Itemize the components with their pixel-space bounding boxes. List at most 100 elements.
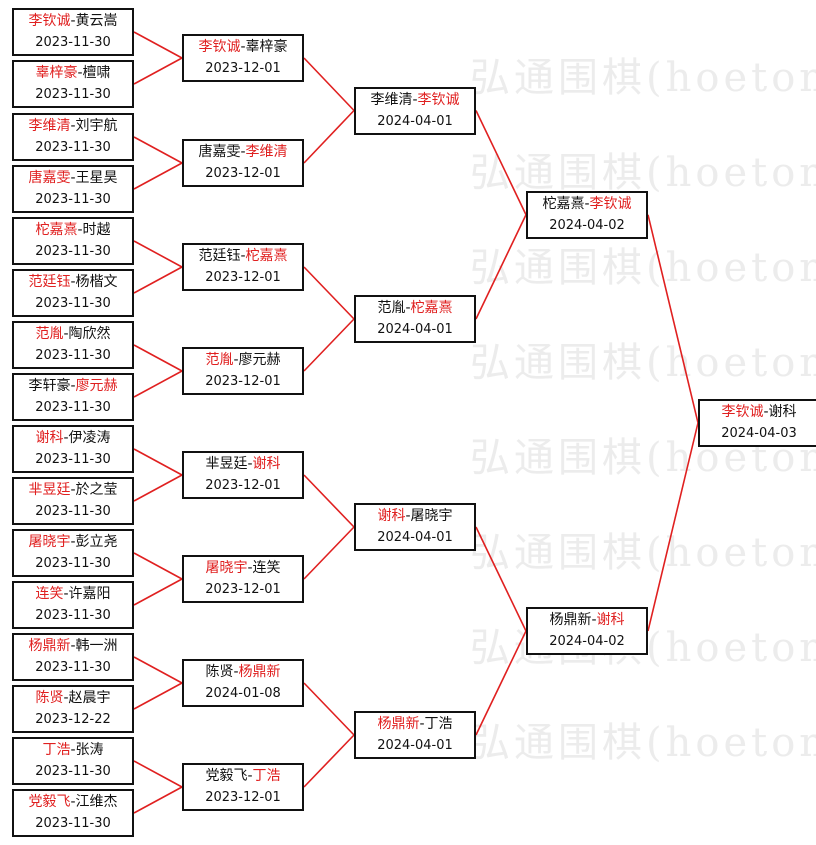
separator: - bbox=[70, 534, 76, 550]
separator: - bbox=[63, 430, 69, 446]
separator: - bbox=[405, 508, 411, 524]
match-date: 2023-11-30 bbox=[35, 35, 111, 50]
separator: - bbox=[240, 248, 246, 264]
separator: - bbox=[70, 274, 76, 290]
match-players: 芈昱廷-谢科 bbox=[184, 454, 302, 475]
match-date: 2023-11-30 bbox=[35, 816, 111, 831]
loser-name: 党毅飞 bbox=[205, 768, 248, 784]
winner-name: 李钦诚 bbox=[28, 13, 71, 29]
winner-name: 陈贤 bbox=[35, 690, 64, 706]
watermark-line: 弘通围棋(hoetom.com)弘通围棋(hoetom.com) bbox=[470, 340, 816, 386]
loser-name: 许嘉阳 bbox=[68, 586, 111, 602]
separator: - bbox=[591, 612, 597, 628]
winner-name: 党毅飞 bbox=[28, 794, 71, 810]
winner-name: 谢科 bbox=[252, 456, 281, 472]
match-date: 2023-12-01 bbox=[205, 478, 281, 493]
match-players: 屠晓宇-彭立尧 bbox=[14, 532, 132, 553]
connector-line bbox=[133, 760, 183, 788]
winner-name: 李钦诚 bbox=[417, 91, 460, 108]
connector-line bbox=[133, 136, 183, 164]
match-players: 陈贤-赵晨宇 bbox=[14, 688, 132, 709]
winner-name: 谢科 bbox=[35, 430, 64, 446]
winner-name: 唐嘉雯 bbox=[28, 170, 71, 186]
watermark-line: 弘通围棋(hoetom.com)弘通围棋(hoetom.com) bbox=[470, 530, 816, 576]
winner-name: 屠晓宇 bbox=[205, 560, 248, 576]
loser-name: 陶欣然 bbox=[68, 326, 111, 342]
winner-name: 芈昱廷 bbox=[28, 482, 71, 498]
winner-name: 杨鼎新 bbox=[28, 638, 71, 654]
match-box: 柁嘉熹-李钦诚 2024-04-02 bbox=[526, 190, 648, 239]
separator: - bbox=[77, 65, 83, 81]
match-players: 李钦诚-谢科 bbox=[700, 402, 816, 423]
match-players: 范廷钰-杨楷文 bbox=[14, 272, 132, 293]
winner-name: 谢科 bbox=[596, 612, 625, 628]
match-players: 杨鼎新-谢科 bbox=[528, 610, 646, 631]
winner-name: 丁浩 bbox=[252, 768, 281, 784]
loser-name: 杨鼎新 bbox=[549, 612, 592, 628]
match-players: 谢科-屠晓宇 bbox=[356, 506, 474, 527]
match-date: 2023-11-30 bbox=[35, 140, 111, 155]
watermark-line: 弘通围棋(hoetom.com)弘通围棋(hoetom.com) bbox=[470, 55, 816, 101]
match-players: 陈贤-杨鼎新 bbox=[184, 662, 302, 683]
match-date: 2023-11-30 bbox=[35, 348, 111, 363]
winner-name: 李钦诚 bbox=[589, 195, 632, 212]
winner-name: 柁嘉熹 bbox=[245, 248, 288, 264]
separator: - bbox=[412, 91, 418, 108]
match-date: 2023-11-30 bbox=[35, 660, 111, 675]
loser-name: 芈昱廷 bbox=[205, 456, 248, 472]
match-players: 李钦诚-黄云嵩 bbox=[14, 11, 132, 32]
match-date: 2024-04-02 bbox=[549, 217, 625, 233]
connector-line bbox=[303, 57, 355, 112]
winner-name: 李维清 bbox=[245, 144, 288, 160]
winner-name: 杨鼎新 bbox=[377, 716, 420, 732]
winner-name: 柁嘉熹 bbox=[35, 222, 78, 238]
connector-line bbox=[303, 474, 355, 528]
separator: - bbox=[63, 326, 69, 342]
match-date: 2023-11-30 bbox=[35, 452, 111, 467]
match-date: 2024-04-02 bbox=[549, 634, 625, 649]
match-date: 2024-04-01 bbox=[377, 113, 453, 129]
loser-name: 彭立尧 bbox=[75, 534, 118, 550]
loser-name: 檀啸 bbox=[82, 65, 111, 81]
match-players: 丁浩-张涛 bbox=[14, 740, 132, 761]
match-players: 范胤-柁嘉熹 bbox=[356, 298, 474, 319]
separator: - bbox=[63, 690, 69, 706]
connector-line bbox=[133, 786, 183, 814]
match-date: 2023-12-01 bbox=[205, 61, 281, 76]
loser-name: 柁嘉熹 bbox=[542, 195, 585, 212]
separator: - bbox=[70, 482, 76, 498]
loser-name: 连笑 bbox=[252, 560, 281, 576]
winner-name: 丁浩 bbox=[42, 742, 71, 758]
match-date: 2023-11-30 bbox=[35, 400, 111, 415]
winner-name: 辜梓豪 bbox=[35, 65, 78, 81]
connector-line bbox=[475, 214, 527, 320]
separator: - bbox=[233, 664, 239, 680]
winner-name: 范胤 bbox=[205, 352, 234, 368]
match-players: 李轩豪-廖元赫 bbox=[14, 376, 132, 397]
connector-line bbox=[133, 682, 183, 710]
match-date: 2023-11-30 bbox=[35, 764, 111, 779]
match-players: 柁嘉熹-时越 bbox=[14, 220, 132, 241]
loser-name: 赵晨宇 bbox=[68, 690, 111, 706]
separator: - bbox=[584, 195, 590, 212]
match-date: 2023-12-01 bbox=[205, 790, 281, 805]
separator: - bbox=[247, 560, 253, 576]
separator: - bbox=[70, 378, 76, 394]
winner-name: 范廷钰 bbox=[28, 274, 71, 290]
match-players: 范廷钰-柁嘉熹 bbox=[184, 246, 302, 267]
separator: - bbox=[70, 638, 76, 654]
winner-name: 李钦诚 bbox=[721, 403, 764, 420]
winner-name: 连笑 bbox=[35, 586, 64, 602]
match-players: 芈昱廷-於之莹 bbox=[14, 480, 132, 501]
connector-line bbox=[133, 552, 183, 580]
